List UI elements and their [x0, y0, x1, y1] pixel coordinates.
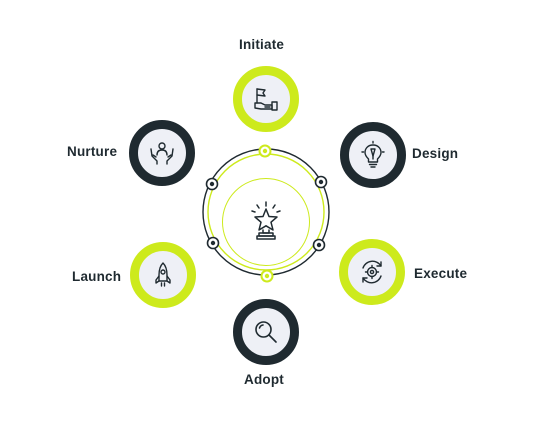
stage-node-initiate — [233, 66, 299, 132]
gear-cycle-icon — [362, 260, 382, 284]
trophy-star-icon — [251, 201, 281, 240]
stage-label-initiate: Initiate — [239, 37, 285, 52]
stage-node-design — [340, 122, 406, 188]
stage-node-execute — [339, 239, 405, 305]
rocket-icon — [155, 262, 171, 287]
stage-label-launch: Launch — [72, 269, 122, 284]
connector-dot-top — [258, 144, 272, 158]
connector-dot-lower-right — [312, 238, 326, 252]
stage-label-design: Design — [412, 146, 459, 161]
center-hub — [222, 178, 310, 266]
stage-label-adopt: Adopt — [244, 372, 284, 387]
magnifier-icon — [255, 321, 277, 343]
stage-node-adopt — [233, 299, 299, 365]
flag-hand-icon — [254, 88, 278, 111]
hands-person-icon — [150, 142, 174, 165]
lightbulb-pen-icon — [361, 140, 385, 168]
stage-node-launch — [130, 242, 196, 308]
connector-dot-upper-left — [205, 177, 219, 191]
connector-dot-lower-left — [206, 236, 220, 250]
connector-dot-bottom — [260, 269, 274, 283]
connector-dot-upper-right — [314, 175, 328, 189]
stage-node-nurture — [129, 120, 195, 186]
stage-label-execute: Execute — [414, 266, 468, 281]
stage-label-nurture: Nurture — [67, 144, 118, 159]
